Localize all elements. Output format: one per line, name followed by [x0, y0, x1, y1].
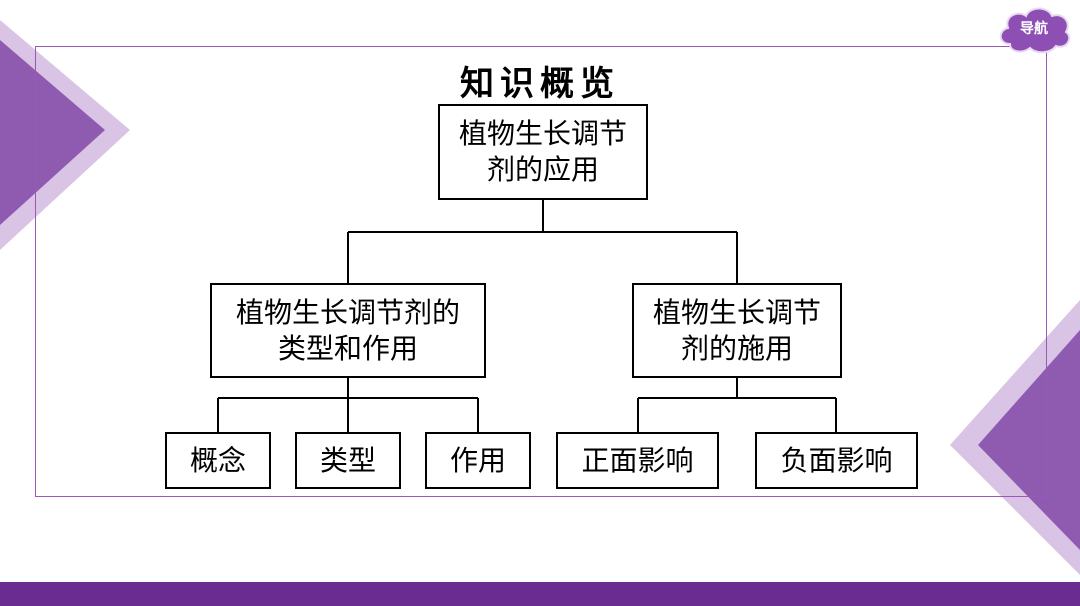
leaf-node-negative: 负面影响	[755, 432, 918, 489]
nav-label: 导航	[1020, 21, 1048, 37]
branch-node-application: 植物生长调节剂的施用	[632, 283, 842, 378]
nav-button[interactable]: 导航	[996, 4, 1072, 54]
leaf-node-function: 作用	[425, 432, 531, 489]
content-frame	[35, 46, 1047, 497]
leaf-node-types: 类型	[295, 432, 401, 489]
right-triangle-dark	[978, 330, 1080, 550]
page-title: 知识概览	[460, 64, 620, 104]
leaf-node-concept: 概念	[165, 432, 271, 489]
root-node: 植物生长调节剂的应用	[438, 104, 648, 200]
branch-node-types: 植物生长调节剂的类型和作用	[210, 283, 486, 378]
bottom-bar	[0, 582, 1080, 606]
cloud-icon	[999, 7, 1071, 54]
left-triangle-dark	[0, 40, 105, 225]
leaf-node-positive: 正面影响	[556, 432, 719, 489]
